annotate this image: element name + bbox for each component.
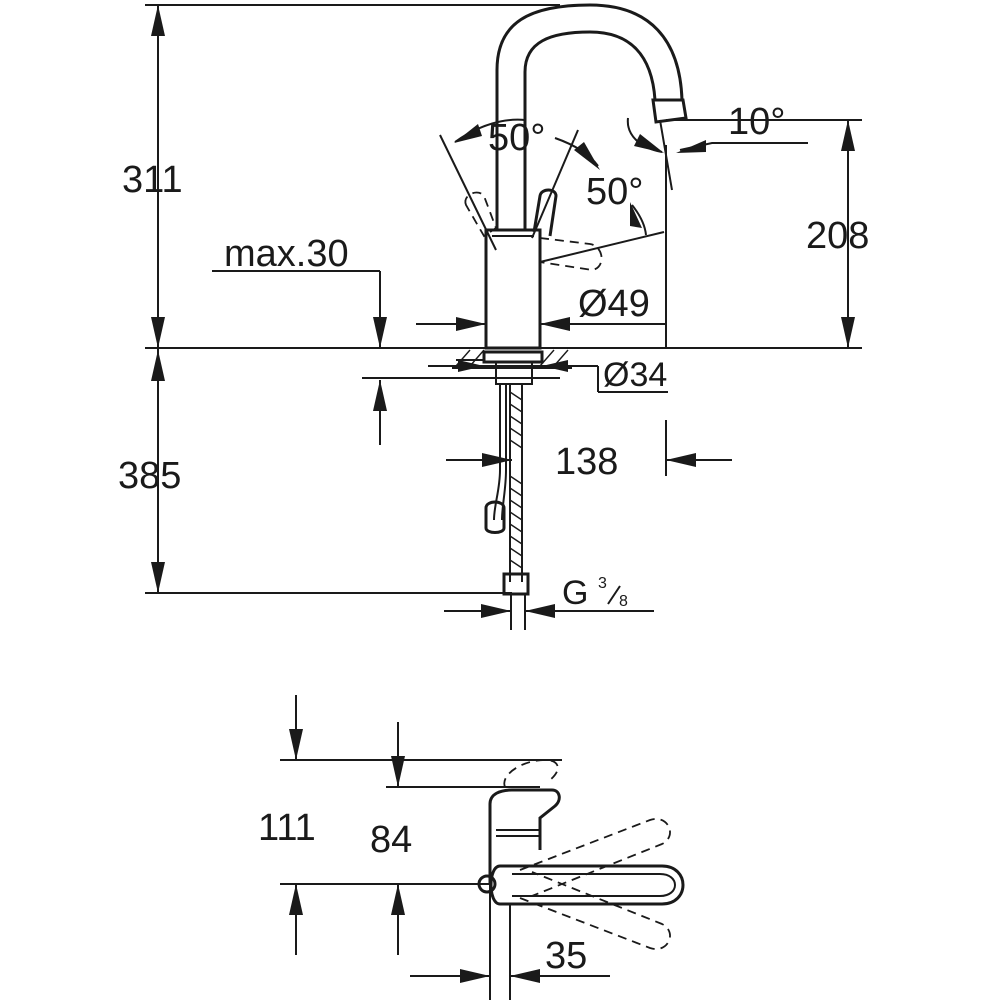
lever-angle-left: 50° xyxy=(454,117,545,159)
top-view: 111 84 xyxy=(258,695,685,1000)
dimension-385: 385 xyxy=(118,348,181,593)
thread-numerator: 3 xyxy=(598,575,607,592)
dimension-208: 208 xyxy=(806,120,869,348)
spout xyxy=(495,3,688,230)
max-30-label: max.30 xyxy=(224,233,349,275)
side-view: 311 385 208 10° xyxy=(118,3,869,630)
top-view-body xyxy=(488,759,561,1000)
lever-angle-right: 50° xyxy=(554,137,647,236)
dimension-311-label: 311 xyxy=(122,159,183,201)
top-view-lever xyxy=(477,818,685,950)
dimension-diameter-34: Ø34 xyxy=(458,356,668,394)
diameter-34-label: Ø34 xyxy=(603,356,667,394)
dimension-diameter-49: Ø49 xyxy=(416,283,666,331)
lever-angle-left-label: 50° xyxy=(488,117,545,159)
thread-denominator: 8 xyxy=(619,593,628,610)
thread-g-label: G xyxy=(562,574,588,612)
dimension-111: 111 xyxy=(258,695,316,955)
dimension-84: 84 xyxy=(370,722,412,955)
dimension-84-label: 84 xyxy=(370,819,412,861)
dimension-35-label: 35 xyxy=(545,935,587,977)
spout-angle-label: 10° xyxy=(728,101,785,143)
diameter-49-label: Ø49 xyxy=(578,283,650,325)
lever-angle-right-label: 50° xyxy=(586,171,643,213)
spout-angle-10: 10° xyxy=(626,101,808,191)
dimension-111-label: 111 xyxy=(258,807,316,849)
dimension-208-label: 208 xyxy=(806,215,869,257)
dimension-max-30: max.30 xyxy=(212,233,560,445)
dimension-138: 138 xyxy=(446,420,732,483)
thread-size: G 3 8 xyxy=(444,574,654,618)
dimension-385-label: 385 xyxy=(118,455,181,497)
dimension-138-label: 138 xyxy=(555,441,618,483)
dimension-35: 35 xyxy=(410,935,610,983)
dimension-311: 311 xyxy=(122,5,183,348)
